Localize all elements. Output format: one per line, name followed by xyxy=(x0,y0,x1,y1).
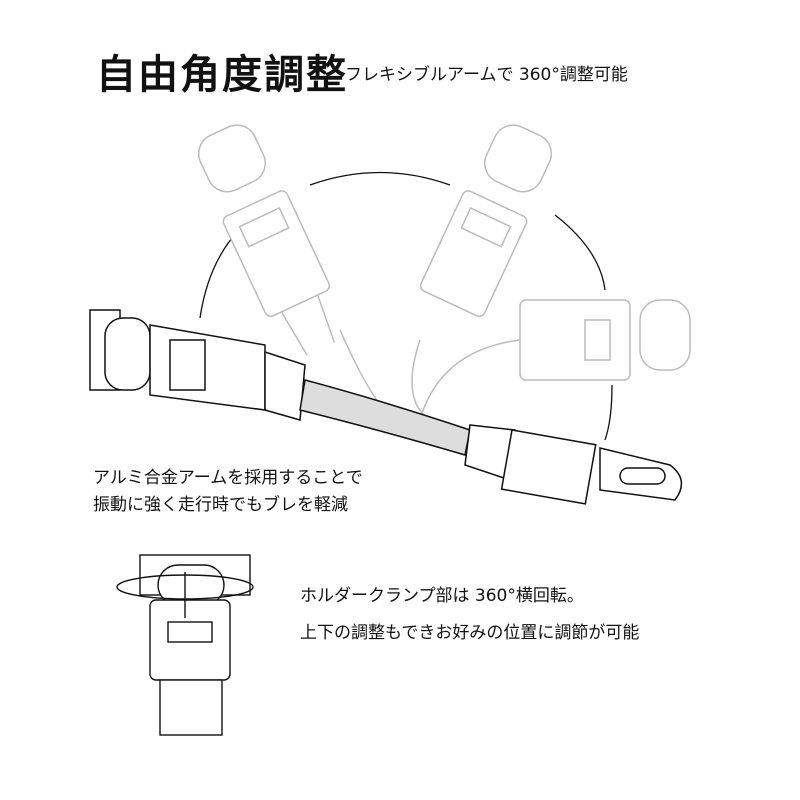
page-subtitle: フレキシブルアームで 360°調整可能 xyxy=(345,65,628,85)
holder-caption: ホルダークランプ部は 360°横回転。 上下の調整もできお好みの位置に調節が可能 xyxy=(300,578,639,652)
holder-caption-line1: ホルダークランプ部は 360°横回転。 xyxy=(300,586,584,606)
arm-caption: アルミ合金アームを採用することで 振動に強く走行時でもブレを軽減 xyxy=(93,465,363,519)
main-arm xyxy=(89,309,683,505)
arm-caption-line1: アルミ合金アームを採用することで xyxy=(93,468,363,488)
arm-caption-line2: 振動に強く走行時でもブレを軽減 xyxy=(93,495,348,515)
holder-caption-line2: 上下の調整もできお好みの位置に調節が可能 xyxy=(300,623,640,643)
ghost-arm-positions xyxy=(197,124,691,421)
holder-closeup xyxy=(116,554,254,736)
page-title: 自由角度調整 xyxy=(96,52,348,98)
